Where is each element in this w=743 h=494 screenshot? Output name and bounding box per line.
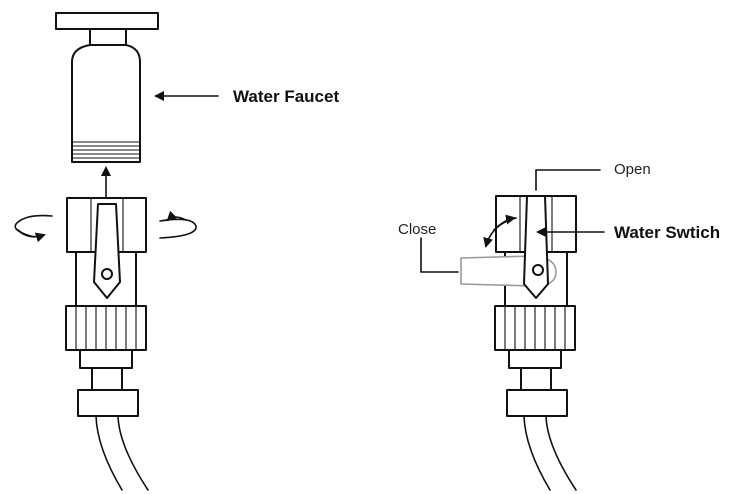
faucet-top-plate	[55, 12, 159, 30]
lever-pivot	[101, 268, 113, 280]
hex-nut-grip-right	[504, 306, 566, 350]
hose-fitting	[91, 367, 123, 391]
rotate-left-arrow-top	[14, 214, 53, 238]
hose-clamp-right	[506, 389, 568, 417]
lever-pivot-right	[532, 264, 544, 276]
open-leader-line	[535, 169, 601, 191]
switch-lever-down	[93, 203, 121, 299]
hose-line-right-right	[545, 415, 577, 491]
faucet-body	[71, 44, 141, 163]
hose-clamp	[77, 389, 139, 417]
hose-line-left-right	[523, 415, 551, 491]
water-switch-label: Water Swtich	[614, 223, 721, 242]
switch-lever-open	[523, 195, 549, 299]
water-faucet-label: Water Faucet	[233, 87, 340, 106]
rotate-right-arrow	[166, 210, 187, 222]
close-label: Close	[398, 221, 437, 238]
hex-nut-grip	[75, 306, 137, 350]
rotate-left-arrow	[17, 229, 46, 243]
faucet-neck	[89, 28, 127, 46]
close-leader-line	[420, 237, 459, 273]
water-faucet-illustration	[55, 12, 159, 163]
switch-rotation-arrow-head	[493, 214, 516, 231]
left-adapter-assembly	[65, 197, 149, 491]
hose-line-right	[117, 415, 149, 491]
faucet-thread	[72, 141, 140, 159]
hose-line-left	[95, 415, 123, 491]
hose-barb-right	[508, 349, 562, 369]
open-label: Open	[614, 161, 651, 178]
hose-fitting-right	[520, 367, 552, 391]
right-switch-assembly	[460, 195, 577, 491]
hose-barb	[79, 349, 133, 369]
rotate-right-arrow-bottom	[159, 218, 197, 239]
